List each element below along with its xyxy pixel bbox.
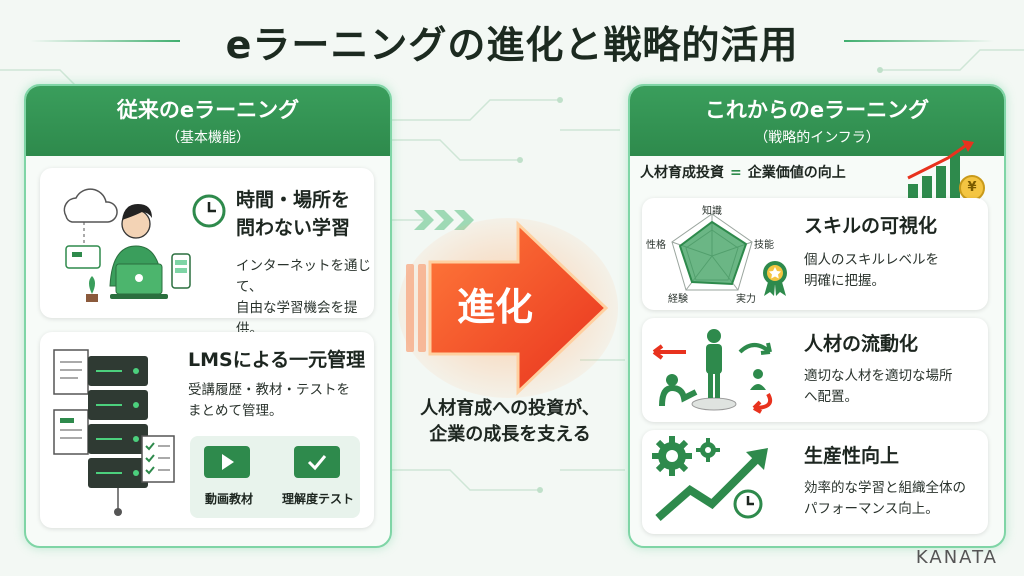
- award-badge-icon: [763, 261, 787, 296]
- card-lms-title: LMSによる一元管理: [188, 349, 366, 371]
- card-anytime-learning: 時間・場所を 問わない学習 インターネットを通じて、 自由な学習機会を提供。: [40, 168, 374, 337]
- equation-sign: =: [730, 165, 742, 181]
- right-panel-subtitle: （戦略的インフラ）: [754, 130, 880, 146]
- card-lms-desc-line2: まとめて管理。: [188, 403, 283, 419]
- evolution-label: 進化: [456, 285, 533, 329]
- yen-symbol: ¥: [967, 180, 977, 195]
- radar-chart-icon: [671, 213, 753, 291]
- card-mobility-desc-line2: へ配置。: [804, 389, 858, 405]
- title-decoration-left: [30, 40, 180, 42]
- card-skill-title: スキルの可視化: [804, 215, 938, 237]
- clock-icon: [192, 194, 226, 228]
- brand-logo: KANATA: [915, 547, 998, 568]
- equation-left: 人材育成投資: [640, 165, 724, 181]
- card-skill-visualization: 知識 技能 実力 経験 性格 スキルの可視化 個人のスキルレベルを 明確に把握。: [642, 198, 988, 310]
- productivity-gears-icon: [652, 436, 768, 522]
- server-documents-illustration: [53, 349, 175, 516]
- quiz-check-icon: [294, 446, 340, 478]
- left-panel-subtitle: （基本機能）: [166, 130, 250, 146]
- card-anytime-title-line2: 問わない学習: [236, 217, 351, 239]
- card-mobility-title: 人材の流動化: [804, 333, 919, 355]
- growth-bar-chart-icon: [907, 140, 985, 201]
- center-message-line1: 人材育成への投資が、: [420, 398, 600, 419]
- card-talent-mobility: 人材の流動化 適切な人材を適切な場所 へ配置。: [642, 318, 988, 422]
- left-panel-header: 従来のeラーニング （基本機能）: [26, 86, 390, 156]
- page-title: eラーニングの進化と戦略的活用: [225, 23, 799, 67]
- investment-equation: 人材育成投資 = 企業価値の向上: [640, 162, 846, 182]
- radar-label-top: 知識: [702, 206, 722, 217]
- left-panel: 従来のeラーニング （基本機能）: [24, 84, 392, 548]
- talent-mobility-icon: [652, 329, 773, 414]
- lms-content-box: 動画教材 理解度テスト: [190, 436, 360, 518]
- card-skill-desc-line1: 個人のスキルレベルを: [804, 252, 939, 268]
- radar-label-bottom-right: 実力: [736, 294, 756, 305]
- card-lms-desc-line1: 受講履歴・教材・テストを: [188, 382, 350, 398]
- equation-right: 企業価値の向上: [747, 165, 846, 181]
- right-panel-header: これからのeラーニング （戦略的インフラ）: [630, 86, 1004, 156]
- card-anytime-title-line1: 時間・場所を: [236, 189, 351, 211]
- center-message: 人材育成への投資が、 企業の成長を支える: [395, 396, 625, 448]
- card-productivity-title: 生産性向上: [804, 445, 900, 467]
- center-message-line2: 企業の成長を支える: [429, 424, 591, 445]
- video-play-icon: [204, 446, 250, 478]
- video-material-label: 動画教材: [204, 492, 253, 506]
- right-panel-title: これからのeラーニング: [704, 98, 930, 122]
- card-productivity: 生産性向上 効率的な学習と組織全体の パフォーマンス向上。: [642, 430, 988, 534]
- card-lms: LMSによる一元管理 受講履歴・教材・テストを まとめて管理。 動画教材 理解度…: [40, 332, 374, 528]
- left-panel-title: 従来のeラーニング: [116, 98, 300, 122]
- radar-label-left: 性格: [646, 240, 666, 251]
- radar-label-bottom-left: 経験: [668, 294, 688, 305]
- evolution-arrow: [398, 218, 618, 398]
- radar-label-right: 技能: [754, 240, 774, 251]
- card-anytime-desc-line1: インターネットを通じて、: [236, 258, 371, 295]
- card-mobility-desc-line1: 適切な人材を適切な場所: [804, 368, 953, 384]
- card-productivity-desc-line1: 効率的な学習と組織全体の: [804, 480, 966, 496]
- quiz-label: 理解度テスト: [281, 492, 354, 506]
- card-skill-desc-line2: 明確に把握。: [804, 273, 885, 289]
- remote-learner-illustration: [63, 188, 191, 302]
- card-productivity-desc-line2: パフォーマンス向上。: [804, 501, 939, 517]
